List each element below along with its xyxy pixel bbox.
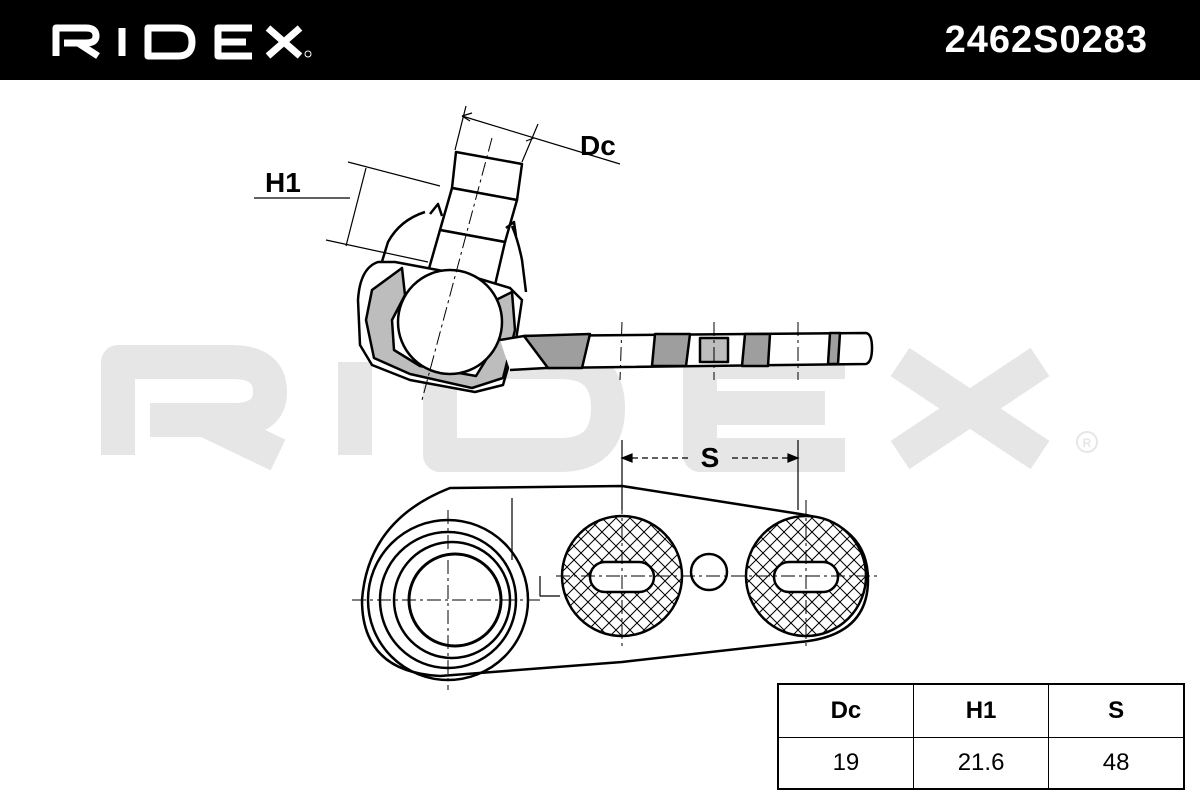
ridex-logo <box>52 24 312 60</box>
spec-value-dc: 19 <box>777 737 914 790</box>
spec-value-s: 48 <box>1048 737 1185 790</box>
technical-drawing: R Dc <box>101 105 1098 690</box>
svg-text:R: R <box>1083 436 1092 450</box>
header-bar: 2462S0283 <box>0 0 1200 80</box>
ball-joint-top-view <box>360 484 870 682</box>
spec-header-h1: H1 <box>912 683 1050 738</box>
ball-joint-side-view <box>356 150 874 394</box>
top-view-center-lines <box>352 500 880 690</box>
spec-header-s: S <box>1048 683 1185 738</box>
dimension-label-dc: Dc <box>580 130 616 161</box>
part-number: 2462S0283 <box>944 19 1148 61</box>
dimension-h1 <box>254 161 441 263</box>
dimension-s <box>620 440 800 510</box>
side-view-center-lines <box>421 137 799 401</box>
spec-table-value-row: 19 21.6 48 <box>777 737 1185 790</box>
dimension-label-h1: H1 <box>265 167 301 198</box>
ridex-watermark <box>101 345 1050 472</box>
dimension-label-s: S <box>701 442 720 473</box>
spec-value-h1: 21.6 <box>912 737 1050 790</box>
watermark-registered-icon: R <box>1076 431 1098 453</box>
dimension-dc <box>454 105 621 165</box>
spec-table-header-row: Dc H1 S <box>777 683 1185 738</box>
spec-table: Dc H1 S 19 21.6 48 <box>777 683 1185 790</box>
spec-header-dc: Dc <box>777 683 914 738</box>
